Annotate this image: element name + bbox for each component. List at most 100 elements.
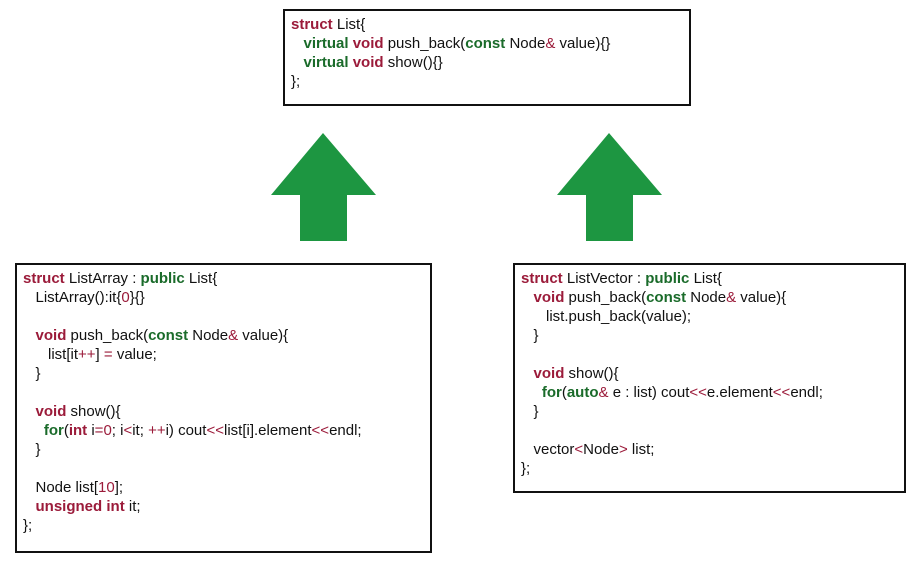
code-token: const bbox=[646, 289, 687, 306]
code-line: vector<Node> list; bbox=[521, 440, 898, 459]
code-token: void bbox=[35, 403, 67, 420]
code-token: List{ bbox=[184, 270, 218, 287]
code-line bbox=[23, 307, 424, 326]
code-token: ( bbox=[561, 384, 567, 401]
code-token: push_back( bbox=[383, 35, 466, 52]
code-token: & bbox=[726, 289, 737, 306]
code-token: < bbox=[123, 422, 133, 439]
code-token: struct bbox=[291, 16, 333, 33]
code-token: void bbox=[35, 327, 67, 344]
code-line: list.push_back(value); bbox=[521, 307, 898, 326]
code-token: value; bbox=[112, 346, 157, 363]
code-token: i bbox=[87, 422, 95, 439]
code-token: struct bbox=[23, 270, 65, 287]
code-line: virtual void show(){} bbox=[291, 53, 683, 72]
code-line: for(auto& e : list) cout<<e.element<<end… bbox=[521, 383, 898, 402]
code-token bbox=[291, 54, 304, 71]
code-line: }; bbox=[521, 459, 898, 478]
code-token: & bbox=[598, 384, 609, 401]
code-token: }; bbox=[291, 73, 301, 90]
arrow-right-shape bbox=[557, 133, 662, 241]
code-token: value){} bbox=[555, 35, 611, 52]
code-token: value){ bbox=[736, 289, 787, 306]
code-line: for(int i=0; i<it; ++i) cout<<list[i].el… bbox=[23, 421, 424, 440]
code-token bbox=[291, 35, 304, 52]
code-line bbox=[521, 421, 898, 440]
code-line: } bbox=[23, 440, 424, 459]
code-token: }; bbox=[23, 517, 33, 534]
derived-struct-listvector-box: struct ListVector : public List{ void pu… bbox=[513, 263, 906, 493]
code-token: unsigned bbox=[35, 498, 103, 515]
code-token: << bbox=[689, 384, 707, 401]
code-token: << bbox=[206, 422, 224, 439]
code-token: endl; bbox=[329, 422, 362, 439]
code-token: ListArray():it{ bbox=[23, 289, 122, 306]
code-token: 0 bbox=[121, 289, 130, 306]
code-token: const bbox=[148, 327, 189, 344]
code-token bbox=[23, 422, 44, 439]
code-token: Node bbox=[188, 327, 229, 344]
code-line: } bbox=[521, 402, 898, 421]
code-token: ListVector : bbox=[562, 270, 646, 287]
code-token: } bbox=[23, 441, 41, 458]
code-line: struct ListArray : public List{ bbox=[23, 269, 424, 288]
code-token: void bbox=[352, 54, 384, 71]
code-token: = bbox=[94, 422, 104, 439]
code-line: Node list[10]; bbox=[23, 478, 424, 497]
code-token: e.element bbox=[706, 384, 773, 401]
code-token: auto bbox=[566, 384, 599, 401]
code-token: it; bbox=[132, 422, 149, 439]
code-line: } bbox=[23, 364, 424, 383]
code-token: } bbox=[521, 403, 539, 420]
code-token: virtual bbox=[303, 54, 349, 71]
code-token: 0 bbox=[103, 422, 112, 439]
code-token: << bbox=[311, 422, 330, 439]
derived-struct-listarray-box: struct ListArray : public List{ ListArra… bbox=[15, 263, 432, 553]
code-line: struct ListVector : public List{ bbox=[521, 269, 898, 288]
code-line: list[it++] = value; bbox=[23, 345, 424, 364]
code-token bbox=[521, 384, 542, 401]
code-token: list; bbox=[627, 441, 655, 458]
code-token: show(){ bbox=[564, 365, 619, 382]
code-token: push_back( bbox=[564, 289, 647, 306]
code-token bbox=[521, 365, 534, 382]
code-token: i) cout bbox=[165, 422, 207, 439]
code-token: = bbox=[103, 346, 113, 363]
code-line: void show(){ bbox=[521, 364, 898, 383]
arrow-left-shape bbox=[271, 133, 376, 241]
code-line: void push_back(const Node& value){ bbox=[23, 326, 424, 345]
code-token: int bbox=[68, 422, 88, 439]
code-token: ++ bbox=[78, 346, 96, 363]
code-token: ] bbox=[95, 346, 104, 363]
inheritance-arrow-up-icon bbox=[271, 133, 376, 241]
code-line: void show(){ bbox=[23, 402, 424, 421]
code-token: void bbox=[352, 35, 384, 52]
code-token: } bbox=[23, 365, 41, 382]
code-token: show(){} bbox=[383, 54, 443, 71]
code-token: }{} bbox=[129, 289, 145, 306]
code-token: ; i bbox=[111, 422, 124, 439]
code-line: ListArray():it{0}{} bbox=[23, 288, 424, 307]
code-token: ++ bbox=[148, 422, 166, 439]
code-token: ]; bbox=[114, 479, 124, 496]
code-token: endl; bbox=[790, 384, 823, 401]
code-token: value){ bbox=[238, 327, 289, 344]
code-line: unsigned int it; bbox=[23, 497, 424, 516]
code-token: List{ bbox=[332, 16, 366, 33]
code-token: public bbox=[140, 270, 185, 287]
code-token: e : list) cout bbox=[608, 384, 690, 401]
code-line: }; bbox=[291, 72, 683, 91]
code-token: & bbox=[545, 35, 556, 52]
code-token: list[it bbox=[23, 346, 79, 363]
code-token: it; bbox=[124, 498, 141, 515]
code-token: vector bbox=[521, 441, 575, 458]
code-token bbox=[23, 327, 36, 344]
code-token: public bbox=[645, 270, 690, 287]
code-token: > bbox=[618, 441, 628, 458]
code-line: } bbox=[521, 326, 898, 345]
code-token: push_back( bbox=[66, 327, 149, 344]
base-struct-list-box: struct List{ virtual void push_back(cons… bbox=[283, 9, 691, 106]
code-token: 10 bbox=[98, 479, 115, 496]
code-token: void bbox=[533, 365, 565, 382]
code-line: void push_back(const Node& value){ bbox=[521, 288, 898, 307]
